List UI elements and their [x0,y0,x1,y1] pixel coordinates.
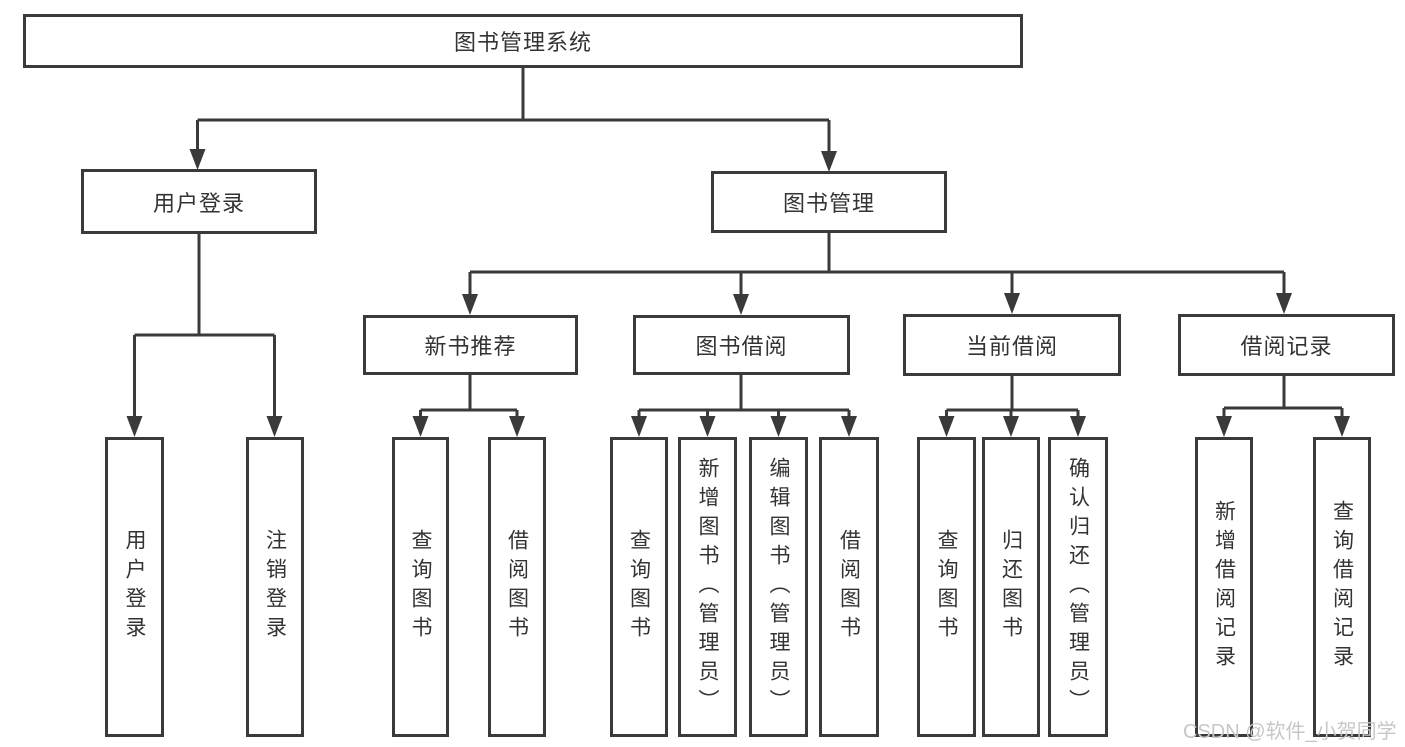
leaf-add-borrow-record-label: 新增借阅记录 [1212,500,1236,674]
node-user-login: 用户登录 [81,169,317,234]
node-user-login-label: 用户登录 [152,190,245,216]
leaf-logout-label: 注销登录 [263,529,287,645]
leaf-query-books-3: 查询图书 [917,437,976,737]
leaf-edit-books-admin: 编辑图书（管理员） [749,437,808,737]
leaf-query-books-2: 查询图书 [610,437,668,737]
leaf-query-books-3-label: 查询图书 [935,529,958,645]
csdn-watermark: CSDN @软件_小贺同学 [1183,721,1397,743]
connector-records-to-leaves [1222,376,1344,423]
leaf-query-books-2-label: 查询图书 [627,529,651,645]
leaf-add-borrow-record: 新增借阅记录 [1195,437,1253,737]
node-current-borrow-label: 当前借阅 [965,334,1058,359]
node-book-borrow: 图书借阅 [633,315,850,375]
leaf-add-books-admin: 新增图书（管理员） [678,437,737,737]
node-root-system: 图书管理系统 [23,14,1023,68]
connector-borrow-to-leaves [637,375,851,423]
leaf-logout: 注销登录 [246,437,304,737]
leaf-borrow-books-2-label: 借阅图书 [837,529,861,645]
leaf-add-books-admin-label: 新增图书（管理员） [696,456,719,718]
node-book-management: 图书管理 [711,171,947,233]
leaf-user-login: 用户登录 [105,437,164,737]
leaf-return-books-label: 归还图书 [999,529,1023,645]
node-new-book-recommend-label: 新书推荐 [424,334,517,359]
connector-newrec-to-leaves [419,375,519,423]
leaf-query-books-1-label: 查询图书 [409,529,432,645]
node-borrow-records-label: 借阅记录 [1240,334,1333,359]
leaf-user-login-label: 用户登录 [123,529,146,645]
connector-current-to-leaves [945,376,1080,423]
leaf-confirm-return-admin-label: 确认归还（管理员） [1066,456,1090,718]
node-current-borrow: 当前借阅 [903,314,1121,376]
node-borrow-records: 借阅记录 [1178,314,1395,376]
connector-userlogin-to-leaves [133,234,276,423]
leaf-confirm-return-admin: 确认归还（管理员） [1048,437,1108,737]
node-root-label: 图书管理系统 [453,30,592,55]
leaf-query-borrow-record: 查询借阅记录 [1313,437,1371,737]
leaf-borrow-books-1: 借阅图书 [488,437,546,737]
leaf-return-books: 归还图书 [982,437,1040,737]
leaf-borrow-books-1-label: 借阅图书 [505,529,529,645]
leaf-borrow-books-2: 借阅图书 [819,437,879,737]
connector-bookmgmt-to-level3 [468,233,1286,301]
leaf-query-borrow-record-label: 查询借阅记录 [1330,500,1354,674]
node-book-management-label: 图书管理 [782,191,875,216]
leaf-edit-books-admin-label: 编辑图书（管理员） [767,456,790,718]
node-new-book-recommend: 新书推荐 [363,315,578,375]
leaf-query-books-1: 查询图书 [392,437,449,737]
connector-root-to-level2 [196,68,831,158]
node-book-borrow-label: 图书借阅 [695,334,788,359]
